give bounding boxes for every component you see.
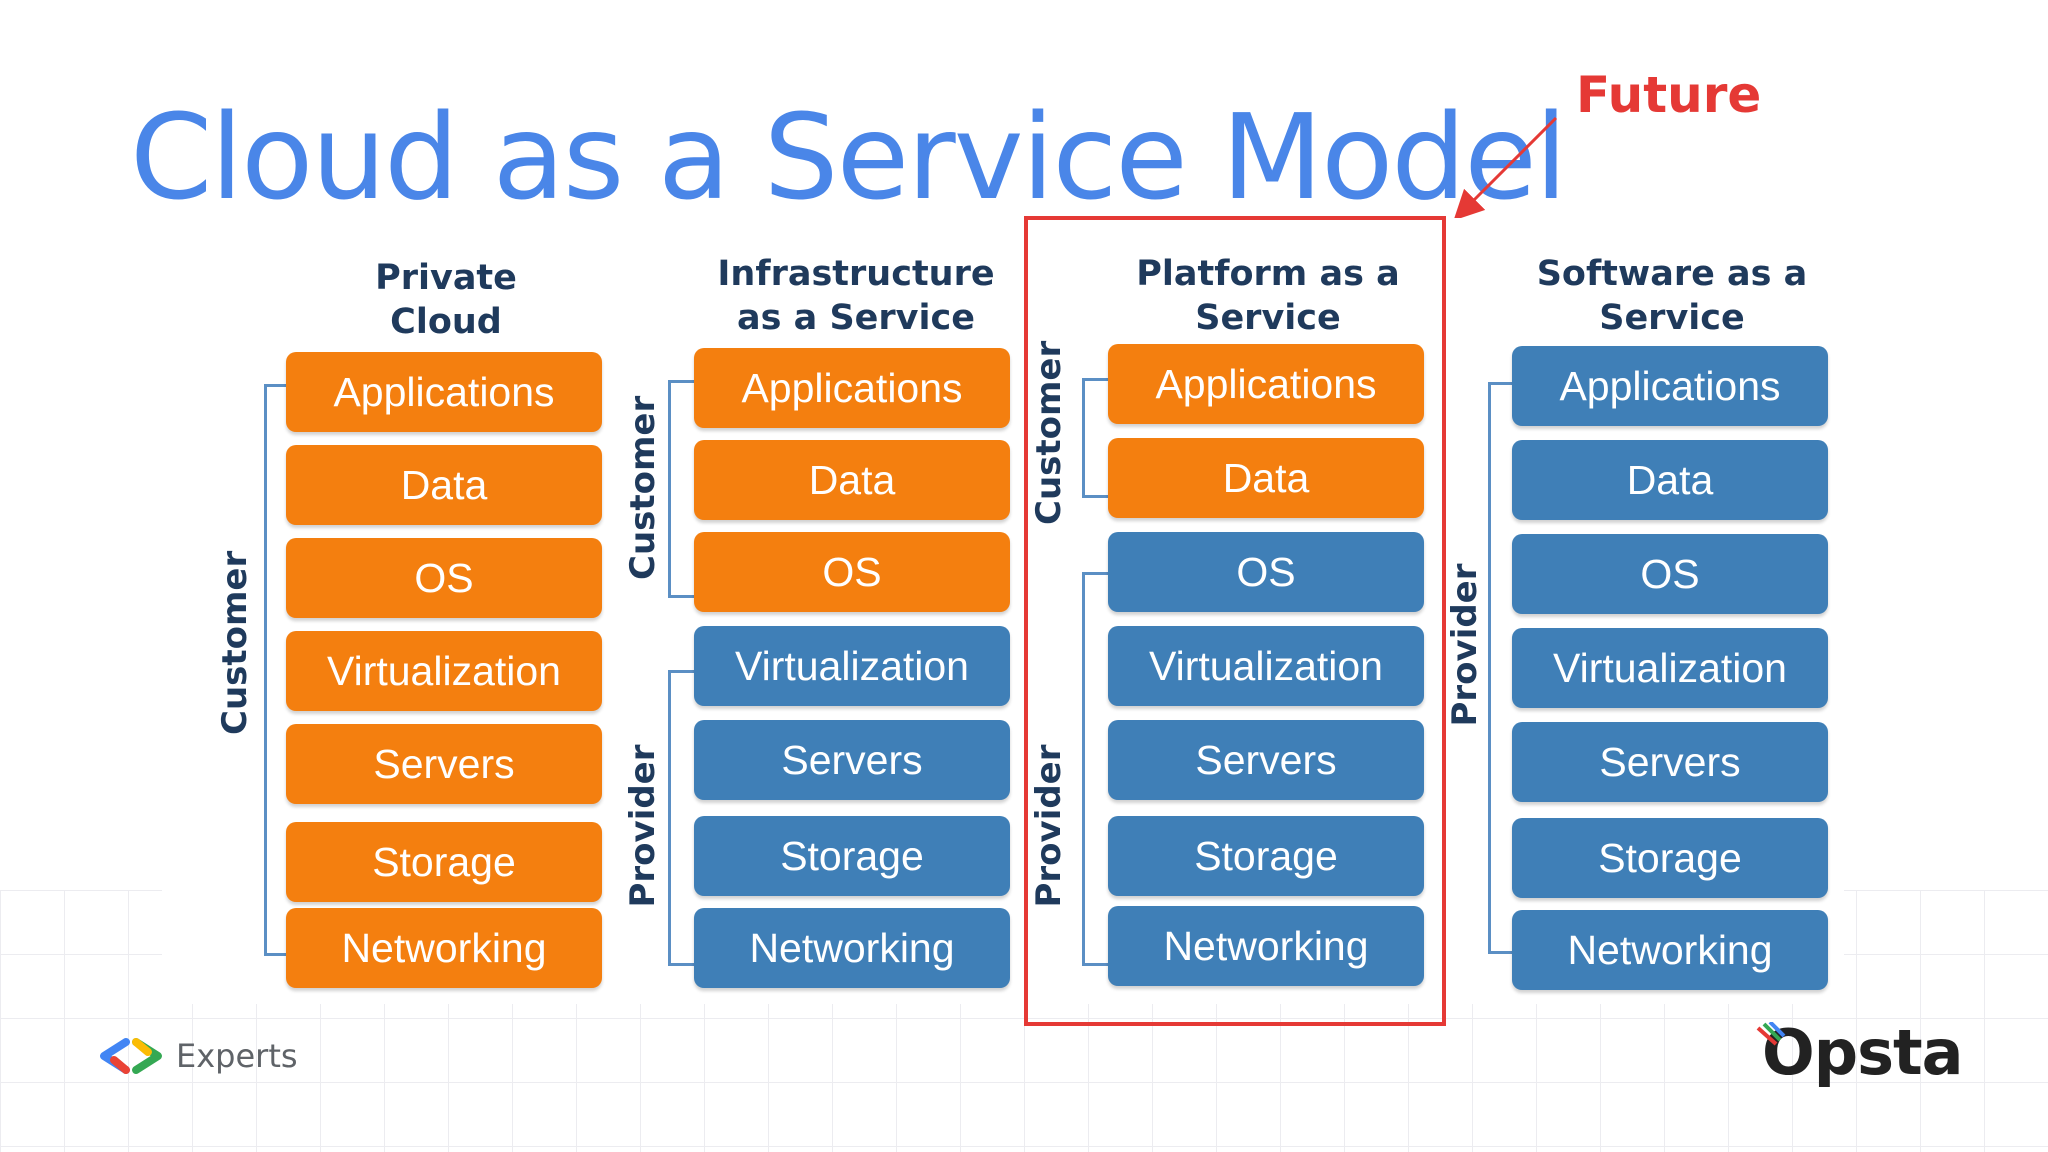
side-label-provider: Provider xyxy=(1445,563,1485,727)
side-label-customer: Customer xyxy=(1029,340,1069,525)
provider-bracket xyxy=(1488,382,1515,954)
layer-data: Data xyxy=(286,445,602,525)
customer-bracket xyxy=(668,380,697,598)
column-title-private-cloud: Private Cloud xyxy=(375,258,517,342)
layer-applications: Applications xyxy=(286,352,602,432)
layer-servers: Servers xyxy=(1512,722,1828,802)
layer-applications: Applications xyxy=(1512,346,1828,426)
future-label: Future xyxy=(1576,66,1762,124)
layer-networking: Networking xyxy=(1512,910,1828,990)
layer-virtualization: Virtualization xyxy=(694,626,1010,706)
layer-storage: Storage xyxy=(694,816,1010,896)
layer-applications: Applications xyxy=(1108,344,1424,424)
layer-os: OS xyxy=(1512,534,1828,614)
layer-networking: Networking xyxy=(286,908,602,988)
provider-bracket xyxy=(1082,572,1111,966)
customer-bracket xyxy=(1082,378,1111,498)
layer-os: OS xyxy=(1108,532,1424,612)
layer-os: OS xyxy=(286,538,602,618)
side-label-provider: Provider xyxy=(1029,744,1069,908)
layer-storage: Storage xyxy=(1108,816,1424,896)
layer-storage: Storage xyxy=(1512,818,1828,898)
provider-bracket xyxy=(668,670,697,966)
layer-virtualization: Virtualization xyxy=(1108,626,1424,706)
future-highlight-box xyxy=(1024,216,1446,1026)
layer-virtualization: Virtualization xyxy=(1512,628,1828,708)
column-title-saas: Software as a Service xyxy=(1536,254,1808,338)
side-label-customer: Customer xyxy=(623,395,663,580)
code-brackets-icon xyxy=(100,1038,162,1074)
page-title: Cloud as a Service Model xyxy=(130,88,1568,226)
layer-storage: Storage xyxy=(286,822,602,902)
side-label-customer: Customer xyxy=(215,550,255,735)
layer-servers: Servers xyxy=(1108,720,1424,800)
layer-networking: Networking xyxy=(1108,906,1424,986)
opsta-logo: Opsta xyxy=(1756,1016,1963,1089)
column-title-paas: Platform as a Service xyxy=(1136,254,1400,338)
layer-servers: Servers xyxy=(694,720,1010,800)
customer-bracket xyxy=(264,384,289,956)
layer-data: Data xyxy=(694,440,1010,520)
column-title-iaas: Infrastructure as a Service xyxy=(717,254,995,338)
experts-label: Experts xyxy=(176,1037,298,1075)
layer-applications: Applications xyxy=(694,348,1010,428)
side-label-provider: Provider xyxy=(623,744,663,908)
layer-data: Data xyxy=(1512,440,1828,520)
layer-virtualization: Virtualization xyxy=(286,631,602,711)
opsta-wordmark: Opsta xyxy=(1762,1016,1963,1089)
layer-data: Data xyxy=(1108,438,1424,518)
layer-servers: Servers xyxy=(286,724,602,804)
gde-experts-logo: Experts xyxy=(96,1036,298,1076)
layer-os: OS xyxy=(694,532,1010,612)
opsta-rays-icon xyxy=(1756,1022,1786,1046)
layer-networking: Networking xyxy=(694,908,1010,988)
